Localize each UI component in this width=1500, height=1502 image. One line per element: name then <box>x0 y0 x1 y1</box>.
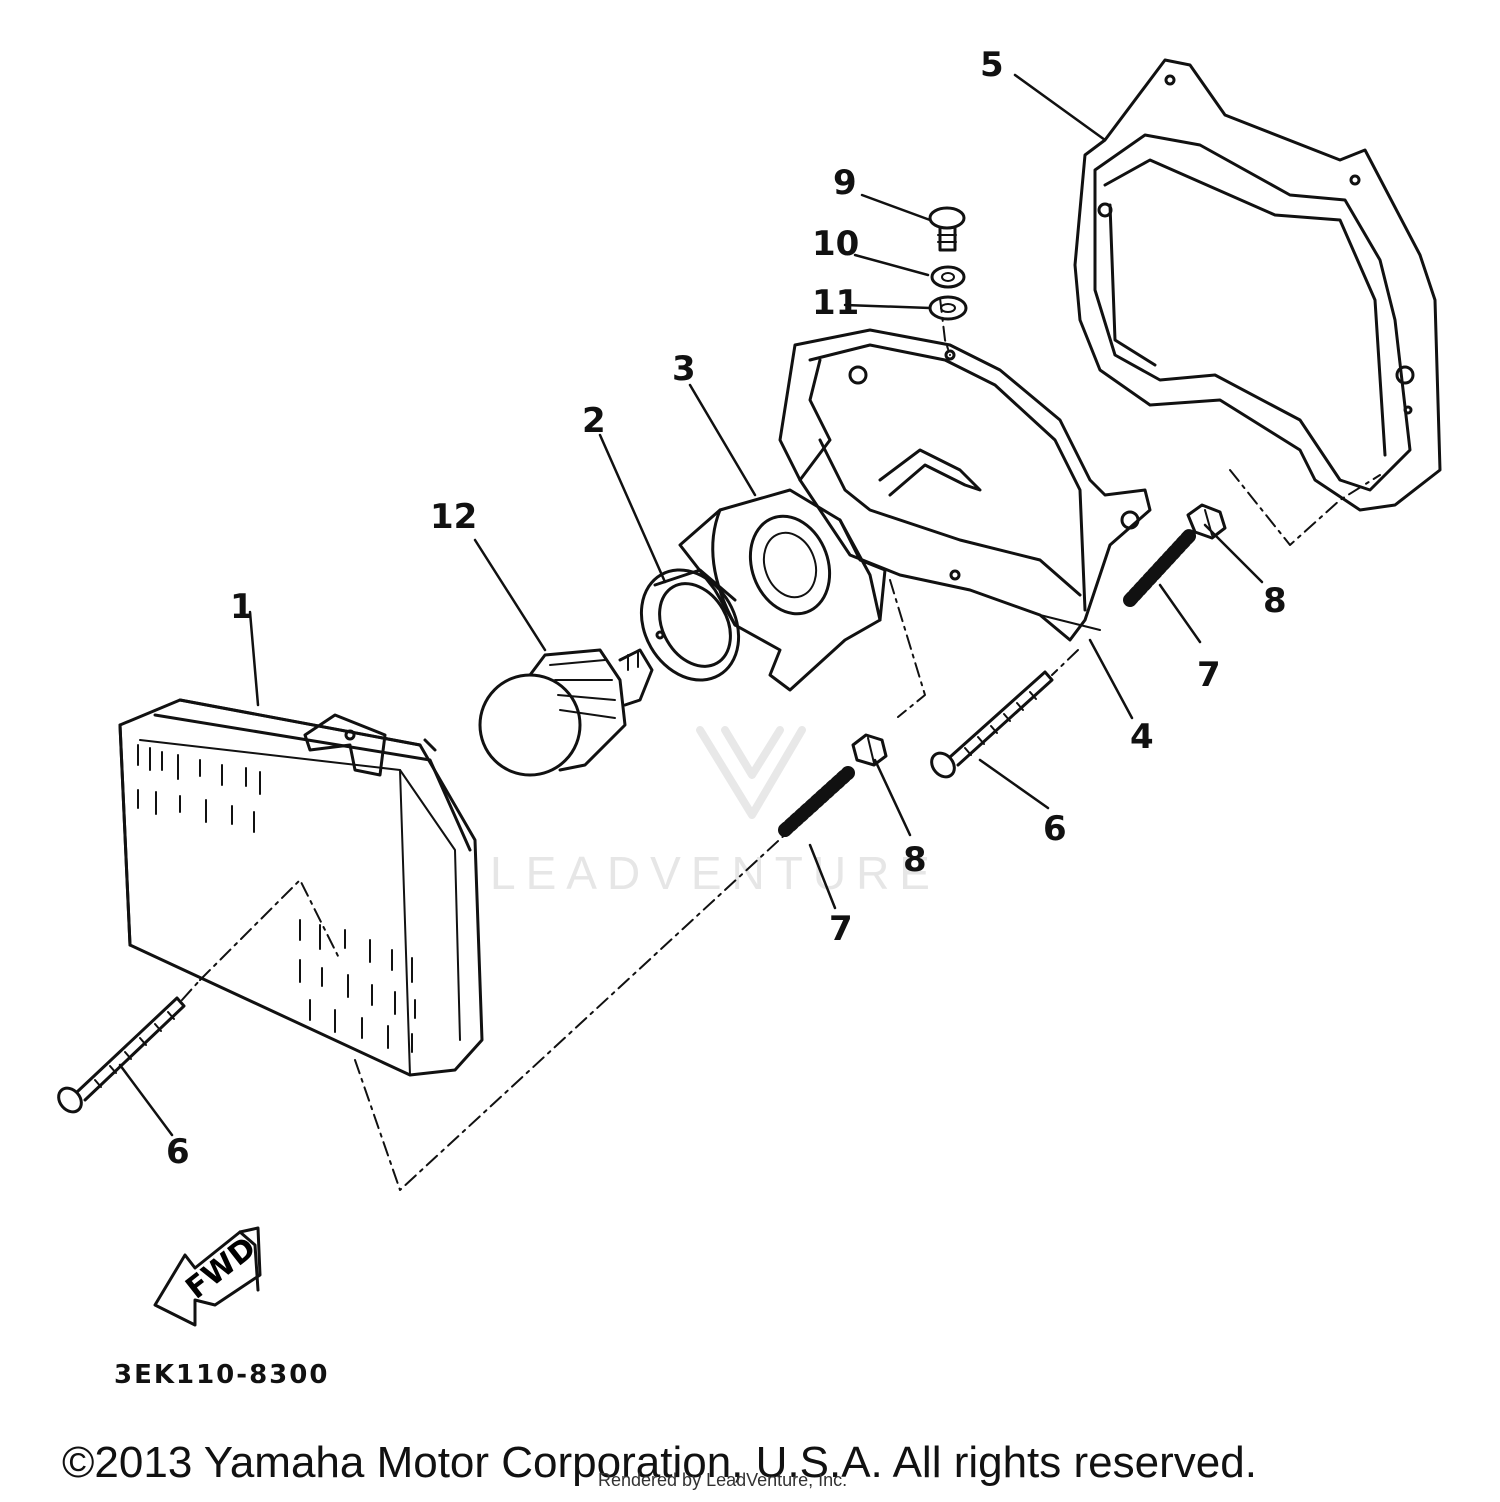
headlight-bracket <box>778 328 1152 642</box>
callout-7-left: 7 <box>829 909 853 949</box>
screw-9 <box>928 206 966 252</box>
fwd-arrow-icon <box>153 1226 262 1327</box>
callout-5: 5 <box>980 45 1004 85</box>
callout-12: 12 <box>430 497 478 537</box>
adjusting-screw-right <box>930 670 1054 779</box>
washer-11 <box>928 295 968 321</box>
headlight-bulb <box>478 648 654 777</box>
headlight-rim <box>1073 58 1442 512</box>
headlight-lens-unit <box>118 698 484 1077</box>
adjusting-screw-left <box>57 996 186 1114</box>
callout-8-left: 8 <box>903 840 927 880</box>
rendered-by-credit: Rendered by LeadVenture, Inc. <box>598 1470 848 1490</box>
spring-right <box>1123 528 1197 607</box>
spring-left <box>778 766 855 837</box>
callout-7-right: 7 <box>1197 655 1221 695</box>
copyright-notice: ©2013 Yamaha Motor Corporation, U.S.A. A… <box>62 1438 1257 1487</box>
callout-6-right: 6 <box>1043 809 1067 849</box>
nut-left <box>851 733 888 767</box>
callout-4: 4 <box>1130 717 1154 757</box>
assembly-lines <box>181 297 1381 1191</box>
callout-1: 1 <box>230 587 254 627</box>
callout-9: 9 <box>833 163 857 203</box>
callout-3: 3 <box>672 349 696 389</box>
leader-lines <box>118 73 1264 1137</box>
lock-washer-10 <box>930 265 966 289</box>
watermark-logo <box>696 726 806 819</box>
callout-10: 10 <box>812 224 860 264</box>
diagram-code: 3EK110-8300 <box>114 1360 330 1390</box>
callout-11: 11 <box>812 283 860 323</box>
callout-2: 2 <box>582 401 606 441</box>
callout-8-right: 8 <box>1263 581 1287 621</box>
callout-6-left: 6 <box>166 1132 190 1172</box>
socket-housing <box>678 488 887 692</box>
watermark-text: LEADVENTURE <box>490 847 940 899</box>
